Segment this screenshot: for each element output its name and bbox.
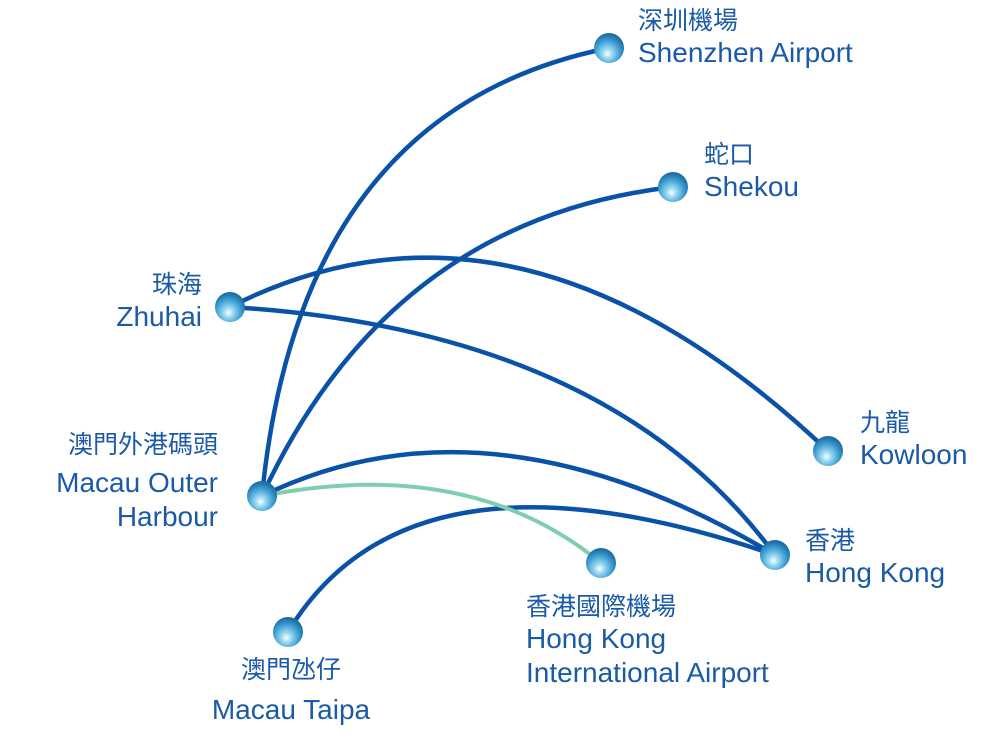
route-zhuhai-to-hong-kong bbox=[227, 304, 778, 558]
node-macau-taipa bbox=[273, 617, 303, 647]
label-en: Hong Kong bbox=[805, 557, 946, 588]
label-zh: 九龍 bbox=[860, 408, 911, 437]
label-macau-taipa: 澳門氹仔 Macau Taipa bbox=[196, 655, 386, 727]
label-zhuhai: 珠海 Zhuhai bbox=[116, 270, 202, 334]
label-zh: 深圳機場 bbox=[638, 6, 739, 35]
node-macau-outer-harbour bbox=[247, 481, 277, 511]
node-shenzhen-airport bbox=[594, 33, 624, 63]
node-kowloon bbox=[813, 436, 843, 466]
label-en: Zhuhai bbox=[116, 301, 202, 332]
node-shekou bbox=[658, 172, 688, 202]
label-zh: 蛇口 bbox=[704, 140, 755, 169]
label-en: Kowloon bbox=[860, 439, 968, 470]
label-zh: 香港國際機場 bbox=[526, 592, 677, 621]
route-macau-taipa-to-hong-kong bbox=[285, 505, 778, 635]
label-en-line1: Hong Kong bbox=[526, 623, 667, 654]
label-zh: 澳門外港碼頭 bbox=[67, 430, 218, 459]
label-en-line1: Macau Outer bbox=[56, 467, 218, 498]
label-shekou: 蛇口 Shekou bbox=[704, 140, 799, 204]
label-en-line2: International Airport bbox=[526, 656, 769, 688]
label-zh: 珠海 bbox=[151, 270, 202, 299]
route-macau-outer-harbour-to-shekou bbox=[259, 184, 676, 499]
label-zh: 香港 bbox=[805, 526, 856, 555]
label-hong-kong: 香港 Hong Kong bbox=[805, 526, 945, 590]
route-macau-outer-harbour-to-shenzhen-airport bbox=[259, 45, 612, 499]
label-macau-outer-harbour: 澳門外港碼頭 Macau Outer Harbour bbox=[56, 430, 218, 533]
label-zh: 澳門氹仔 bbox=[240, 655, 341, 684]
label-en: Shekou bbox=[704, 171, 799, 202]
node-hkia bbox=[586, 548, 616, 578]
route-zhuhai-to-kowloon bbox=[227, 255, 831, 454]
node-zhuhai bbox=[215, 292, 245, 322]
label-en-line2: Harbour bbox=[116, 500, 218, 532]
label-kowloon: 九龍 Kowloon bbox=[860, 408, 967, 472]
label-en: Macau Taipa bbox=[211, 694, 371, 725]
label-hkia: 香港國際機場 Hong Kong International Airport bbox=[526, 592, 769, 689]
label-en: Shenzhen Airport bbox=[638, 37, 853, 68]
route-macau-outer-harbour-to-hong-kong bbox=[259, 450, 778, 558]
label-shenzhen-airport: 深圳機場 Shenzhen Airport bbox=[638, 6, 853, 70]
node-hong-kong bbox=[760, 540, 790, 570]
route-macau-outer-harbour-to-hkia bbox=[260, 482, 603, 565]
